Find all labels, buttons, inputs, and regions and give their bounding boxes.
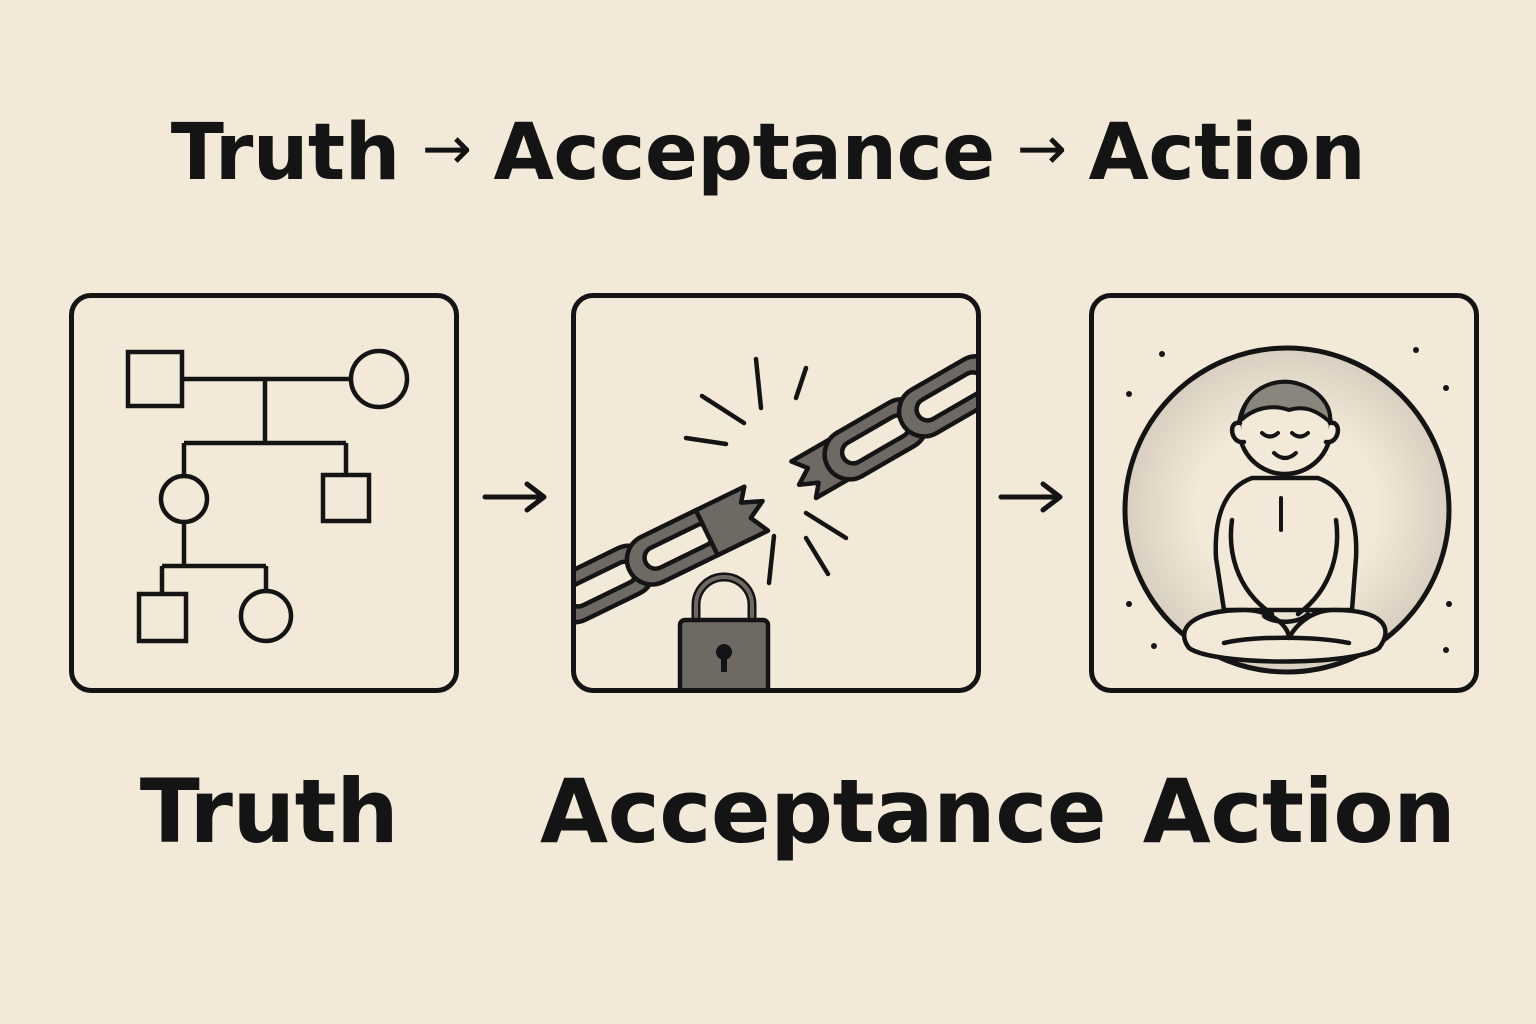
step-label-truth: Truth [69, 760, 469, 863]
truth-panel [69, 293, 459, 693]
arrow-right-icon [481, 462, 551, 532]
acceptance-panel [571, 293, 981, 693]
title-arrow-1: → [422, 114, 472, 184]
title-arrow-2: → [1017, 114, 1067, 184]
title-step-acceptance: Acceptance [494, 108, 995, 198]
meditation-icon [1094, 298, 1474, 688]
diagram-title: Truth → Acceptance → Action [0, 108, 1536, 198]
broken-chain-icon [576, 298, 976, 688]
family-tree-icon [74, 298, 454, 688]
step-label-action: Action [1089, 760, 1509, 863]
action-panel [1089, 293, 1479, 693]
step-label-acceptance: Acceptance [540, 760, 1020, 863]
title-step-truth: Truth [171, 108, 400, 198]
arrow-right-icon [997, 462, 1067, 532]
title-step-action: Action [1088, 108, 1365, 198]
